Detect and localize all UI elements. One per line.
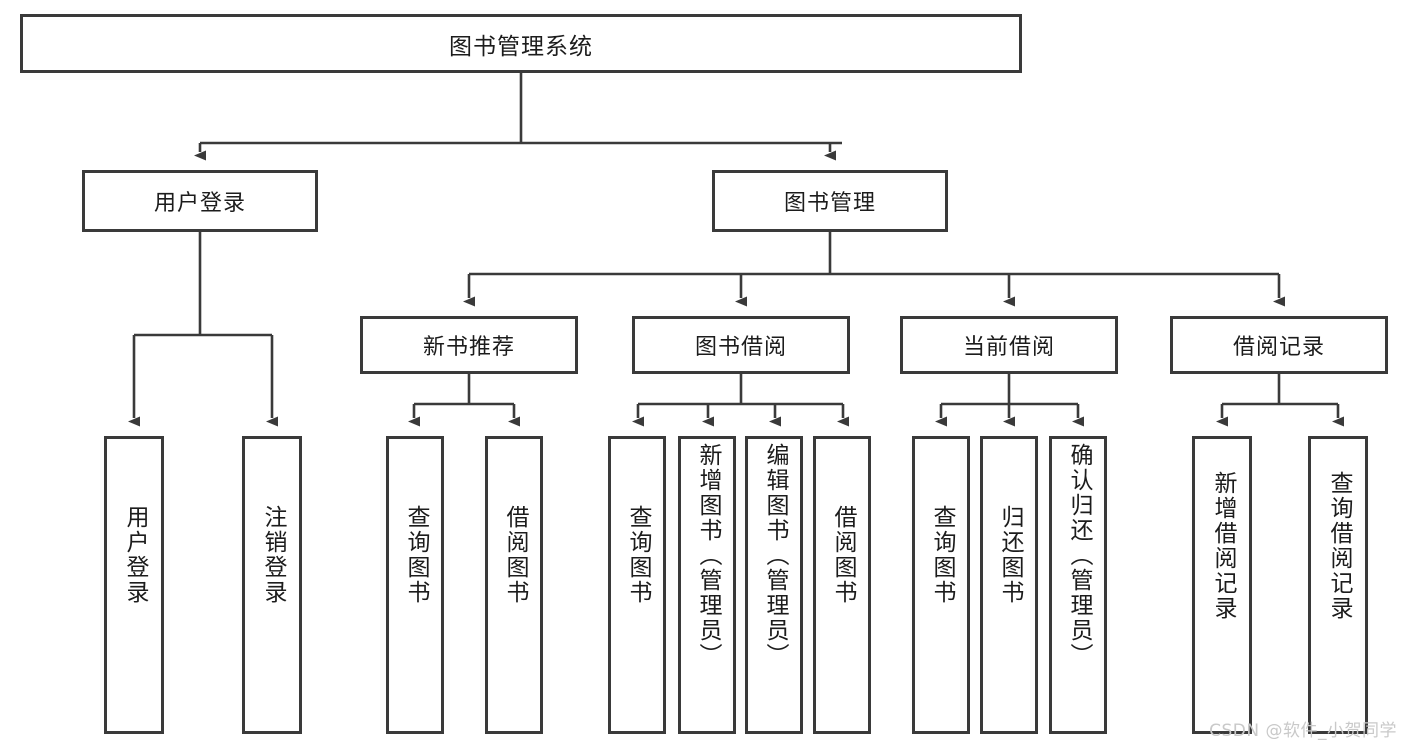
leaf-user-login-label: 用户登录 (121, 505, 148, 605)
node-book-borrow-label: 图书借阅 (694, 335, 787, 360)
leaf-confirm-return-admin-label: 确认归还（管理员） (1065, 443, 1092, 668)
node-book-borrow[interactable]: 图书借阅 (632, 316, 850, 374)
node-root-book-management-system[interactable]: 图书管理系统 (20, 14, 1022, 73)
node-current-borrow[interactable]: 当前借阅 (900, 316, 1118, 374)
connector-root-to-level2 (194, 73, 842, 161)
connector-userlogin-to-leaves (128, 232, 278, 427)
leaf-add-book-admin[interactable]: 新增图书（管理员） (678, 436, 736, 734)
node-book-management-label: 图书管理 (783, 191, 876, 216)
leaf-borrow-book[interactable]: 借阅图书 (813, 436, 871, 734)
connector-current-to-leaves (935, 374, 1084, 427)
leaf-query-borrow-record[interactable]: 查询借阅记录 (1308, 436, 1368, 734)
node-borrow-record[interactable]: 借阅记录 (1170, 316, 1388, 374)
node-user-login-label: 用户登录 (153, 191, 246, 216)
node-borrow-record-label: 借阅记录 (1232, 335, 1325, 360)
leaf-edit-book-admin-label: 编辑图书（管理员） (761, 443, 788, 668)
leaf-logout-label: 注销登录 (259, 505, 286, 605)
leaf-query-book-recommend[interactable]: 查询图书 (386, 436, 444, 734)
connector-bookmgmt-to-level3 (463, 232, 1285, 307)
connector-borrow-to-leaves (632, 374, 849, 427)
leaf-query-book-current-label: 查询图书 (928, 505, 955, 605)
leaf-query-book-current[interactable]: 查询图书 (912, 436, 970, 734)
leaf-confirm-return-admin[interactable]: 确认归还（管理员） (1049, 436, 1107, 734)
leaf-return-book-label: 归还图书 (996, 505, 1023, 605)
leaf-return-book[interactable]: 归还图书 (980, 436, 1038, 734)
leaf-query-borrow-record-label: 查询借阅记录 (1325, 471, 1352, 621)
leaf-query-book-borrow-label: 查询图书 (624, 505, 651, 605)
leaf-borrow-book-recommend-label: 借阅图书 (501, 505, 528, 605)
connector-recommend-to-leaves (408, 374, 520, 427)
leaf-query-book-recommend-label: 查询图书 (402, 505, 429, 605)
node-current-borrow-label: 当前借阅 (962, 335, 1055, 360)
leaf-borrow-book-recommend[interactable]: 借阅图书 (485, 436, 543, 734)
watermark-credit: CSDN @软件_小贺同学 (1209, 721, 1397, 741)
leaf-borrow-book-label: 借阅图书 (829, 505, 856, 605)
leaf-add-borrow-record[interactable]: 新增借阅记录 (1192, 436, 1252, 734)
node-user-login[interactable]: 用户登录 (82, 170, 318, 232)
connector-record-to-leaves (1216, 374, 1344, 427)
leaf-edit-book-admin[interactable]: 编辑图书（管理员） (745, 436, 803, 734)
node-book-management[interactable]: 图书管理 (712, 170, 948, 232)
leaf-query-book-borrow[interactable]: 查询图书 (608, 436, 666, 734)
leaf-add-borrow-record-label: 新增借阅记录 (1209, 471, 1236, 621)
leaf-logout[interactable]: 注销登录 (242, 436, 302, 734)
node-new-book-recommend[interactable]: 新书推荐 (360, 316, 578, 374)
node-new-book-recommend-label: 新书推荐 (422, 335, 515, 360)
leaf-user-login[interactable]: 用户登录 (104, 436, 164, 734)
node-root-label: 图书管理系统 (449, 33, 593, 60)
leaf-add-book-admin-label: 新增图书（管理员） (694, 443, 721, 668)
